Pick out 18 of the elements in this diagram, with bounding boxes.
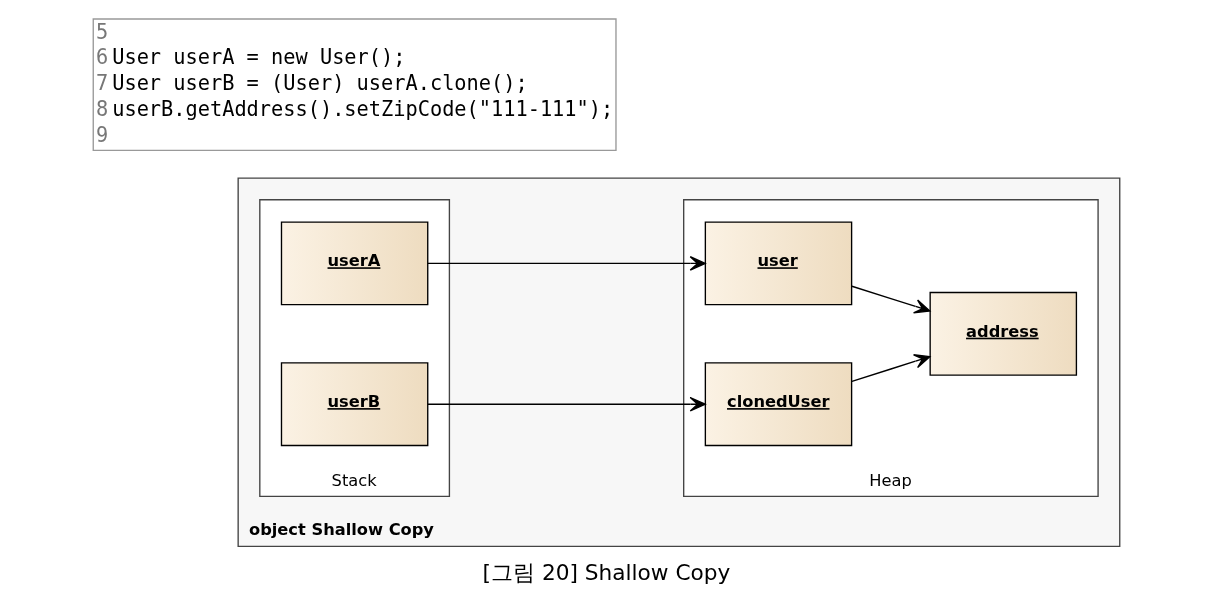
label: 5 [95,19,109,44]
arrow [851,285,931,314]
arrow [427,396,706,412]
node-box: userA [280,221,429,306]
label: 6 [95,45,109,70]
label: User userA = new User(); [112,45,406,70]
arrow [851,354,931,383]
node-box: clonedUser [704,362,853,447]
label: userB.getAddress().setZipCode("111-111"); [112,96,614,121]
arrow [427,256,706,271]
node-box: address [929,291,1078,376]
label: 9 [95,122,109,147]
label: User userB = (User) userA.clone(); [112,71,528,96]
node-box: user [704,221,853,306]
caption: [그림 20] Shallow Copy [482,560,731,586]
label: 7 [95,71,109,96]
label: 8 [95,96,109,121]
node-box: userB [280,362,429,447]
